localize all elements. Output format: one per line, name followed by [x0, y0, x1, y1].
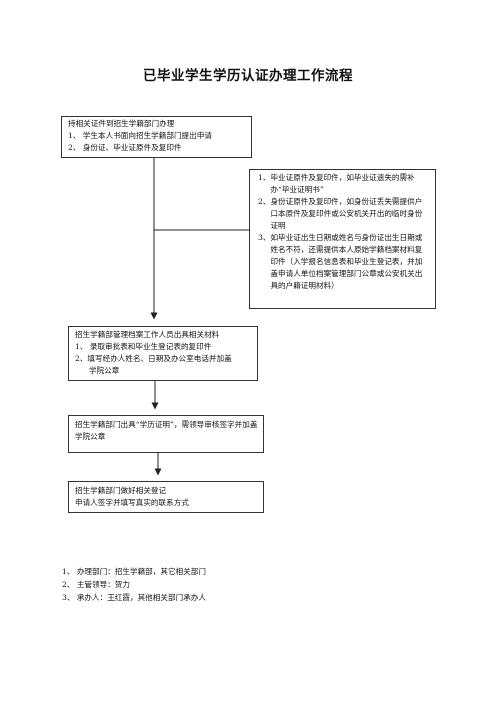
note-handler: 3、 承办人：王红霞，其他相关部门承办人	[62, 593, 206, 602]
required-documents-box: 1、 毕业证原件及复印件，如毕业证遗失的需补办“毕业证明书” 2、 身份证原件及…	[249, 169, 436, 309]
materials-step-2: 2、填写经办人姓名、日期及办公室电话并加盖	[75, 354, 232, 363]
registration-line-2: 申请人签字并填写真实的联系方式	[75, 498, 189, 507]
application-heading: 持相关证件到招生学籍部门办理	[68, 119, 175, 128]
application-step-2: 2、 身份证、毕业证原件及复印件	[68, 143, 182, 152]
certificate-text: 招生学籍部门出具“学历证明”，需领导审核签字并加盖学院公章	[75, 420, 258, 441]
required-document-1: 1、 毕业证原件及复印件，如毕业证遗失的需补办“毕业证明书”	[258, 173, 415, 194]
application-step-1: 1、 学生本人书面向招生学籍部门提出申请	[68, 131, 212, 140]
materials-step-1: 1、 录取审批表和毕业生登记表的复印件	[75, 342, 212, 351]
materials-box: 招生学籍部管理档案工作人员出具相关材料 1、 录取审批表和毕业生登记表的复印件 …	[68, 326, 258, 381]
required-document-2: 2、 身份证原件及复印件，如身份证丢失需提供户口本原件及复印件或公安机关开出的临…	[258, 197, 423, 230]
application-box: 持相关证件到招生学籍部门办理 1、 学生本人书面向招生学籍部门提出申请 2、 身…	[61, 116, 252, 158]
materials-heading: 招生学籍部管理档案工作人员出具相关材料	[75, 330, 220, 339]
certificate-box: 招生学籍部门出具“学历证明”，需领导审核签字并加盖学院公章	[68, 415, 264, 453]
registration-box: 招生学籍部门做好相关登记 申请人签字并填写真实的联系方式	[68, 481, 264, 513]
notes-list: 1、 办理部门：招生学籍部，其它相关部门 2、 主管领导：贺力 3、 承办人：王…	[62, 565, 206, 604]
required-document-3: 3、 如毕业证出生日期或姓名与身份证出生日期或姓名不符，还需提供本人原始学籍档案…	[258, 233, 423, 290]
registration-line-1: 招生学籍部门做好相关登记	[75, 486, 167, 495]
page-title: 已毕业学生学历认证办理工作流程	[143, 68, 353, 84]
materials-step-2-cont: 学院公章	[89, 366, 120, 375]
note-leader: 2、 主管领导：贺力	[62, 580, 130, 589]
note-department: 1、 办理部门：招生学籍部，其它相关部门	[62, 567, 206, 576]
